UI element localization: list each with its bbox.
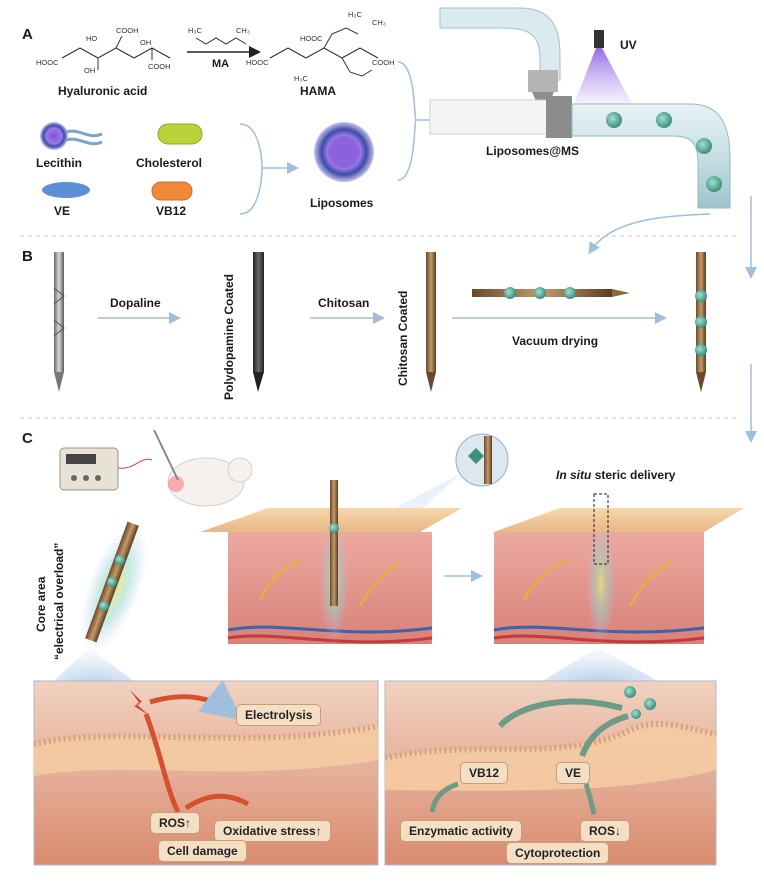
lecithin-icon xyxy=(40,122,68,150)
skin-block-right xyxy=(493,493,744,644)
printer-funnel xyxy=(528,70,558,92)
mouse-icon xyxy=(167,457,245,507)
teal-arrow-ve xyxy=(579,713,629,758)
panel-b xyxy=(53,252,707,392)
label-steric-delivery: steric delivery xyxy=(594,468,676,482)
pill-ros-down: ROS↓ xyxy=(580,820,631,842)
teal-arrow-enzymatic xyxy=(429,781,459,813)
label-chitosan: Chitosan xyxy=(318,296,370,310)
arrow-to-electrolysis xyxy=(149,679,242,721)
label-vb12: VB12 xyxy=(156,204,187,218)
label-polydopamine-coated: Polydopamine Coated xyxy=(222,273,236,400)
needle-horizontal-coated xyxy=(472,287,630,299)
skin-block-left xyxy=(200,480,462,644)
chem-ch3-1: CH₃ xyxy=(236,26,250,35)
teal-arrow-vb12 xyxy=(497,698,623,729)
panel-c xyxy=(33,429,744,866)
hama-backbone xyxy=(269,47,379,59)
cone-right xyxy=(540,648,660,682)
chem-cooh-2: COOH xyxy=(148,62,171,71)
teal-arrow-ros xyxy=(583,783,597,815)
needle-polydopamine xyxy=(253,252,264,392)
pill-cytoprotection: Cytoprotection xyxy=(506,842,610,864)
label-in-situ-steric-delivery: In situ steric delivery xyxy=(556,468,675,482)
arrow-to-oxidative xyxy=(184,793,250,811)
label-core-area: Core area xyxy=(34,576,48,632)
label-ma: MA xyxy=(212,58,230,70)
label-liposomes-ms: Liposomes@MS xyxy=(486,144,580,158)
needle-bare xyxy=(53,252,65,392)
label-hama: HAMA xyxy=(300,84,336,98)
ve-icon xyxy=(42,182,90,198)
bracket-a xyxy=(239,123,263,215)
zoom-circle xyxy=(455,433,509,487)
chem-h3c-3: H₃C xyxy=(294,74,308,83)
vb12-icon xyxy=(151,181,193,201)
label-dopaline: Dopaline xyxy=(110,296,161,310)
chem-h3c-1: H₃C xyxy=(188,26,202,35)
label-electrical-overload: “electrical overload” xyxy=(52,542,66,660)
cone-left xyxy=(48,648,140,686)
uv-lamp-icon xyxy=(594,30,604,48)
pill-enzymatic-activity: Enzymatic activity xyxy=(400,820,523,842)
printer-tube xyxy=(439,7,561,81)
hydrogel-tube xyxy=(571,103,731,209)
chem-ch3-2: CH₃ xyxy=(372,18,386,27)
panel-label-a: A xyxy=(22,26,33,43)
panel-a xyxy=(40,7,731,215)
label-cholesterol: Cholesterol xyxy=(136,156,203,170)
cholesterol-icon xyxy=(157,123,203,145)
ma-structure xyxy=(195,37,247,45)
pill-ve: VE xyxy=(556,762,591,784)
label-uv: UV xyxy=(620,38,637,52)
pill-cell-damage: Cell damage xyxy=(158,840,247,862)
chem-hooc-2: HOOC xyxy=(246,58,269,67)
label-hyaluronic-acid: Hyaluronic acid xyxy=(58,84,148,98)
panel-label-b: B xyxy=(22,248,33,265)
chem-oh-2: OH xyxy=(140,38,152,47)
chem-oh-1: OH xyxy=(84,66,96,75)
label-liposomes: Liposomes xyxy=(310,196,374,210)
needle-final xyxy=(695,252,707,392)
label-ve: VE xyxy=(54,204,71,218)
needle-chitosan xyxy=(426,252,436,392)
pill-oxidative-stress: Oxidative stress↑ xyxy=(214,820,331,842)
panel-label-c: C xyxy=(22,430,33,447)
uv-beam xyxy=(574,48,632,104)
label-lecithin: Lecithin xyxy=(36,156,83,170)
label-in-situ: In situ xyxy=(556,468,592,482)
pill-electrolysis: Electrolysis xyxy=(236,704,322,726)
lightning-icon xyxy=(130,690,150,716)
liposome-particle-icon xyxy=(624,686,636,698)
chem-hooc-3: HOOC xyxy=(300,34,323,43)
chem-h3c-2: H₃C xyxy=(348,10,362,19)
needle-outline-dashed xyxy=(593,493,609,565)
label-vacuum-drying: Vacuum drying xyxy=(512,334,599,348)
pill-vb12: VB12 xyxy=(460,762,509,784)
chem-ho-1: HO xyxy=(86,34,98,43)
pill-ros-up: ROS↑ xyxy=(150,812,201,834)
arrow-to-ros xyxy=(143,713,181,814)
chem-cooh-3: COOH xyxy=(372,58,395,67)
chem-hooc-1: HOOC xyxy=(36,58,59,67)
chem-cooh-1: COOH xyxy=(116,26,139,35)
ha-backbone xyxy=(61,47,171,59)
label-chitosan-coated: Chitosan Coated xyxy=(396,290,410,386)
flow-arrow-curve xyxy=(588,213,711,255)
